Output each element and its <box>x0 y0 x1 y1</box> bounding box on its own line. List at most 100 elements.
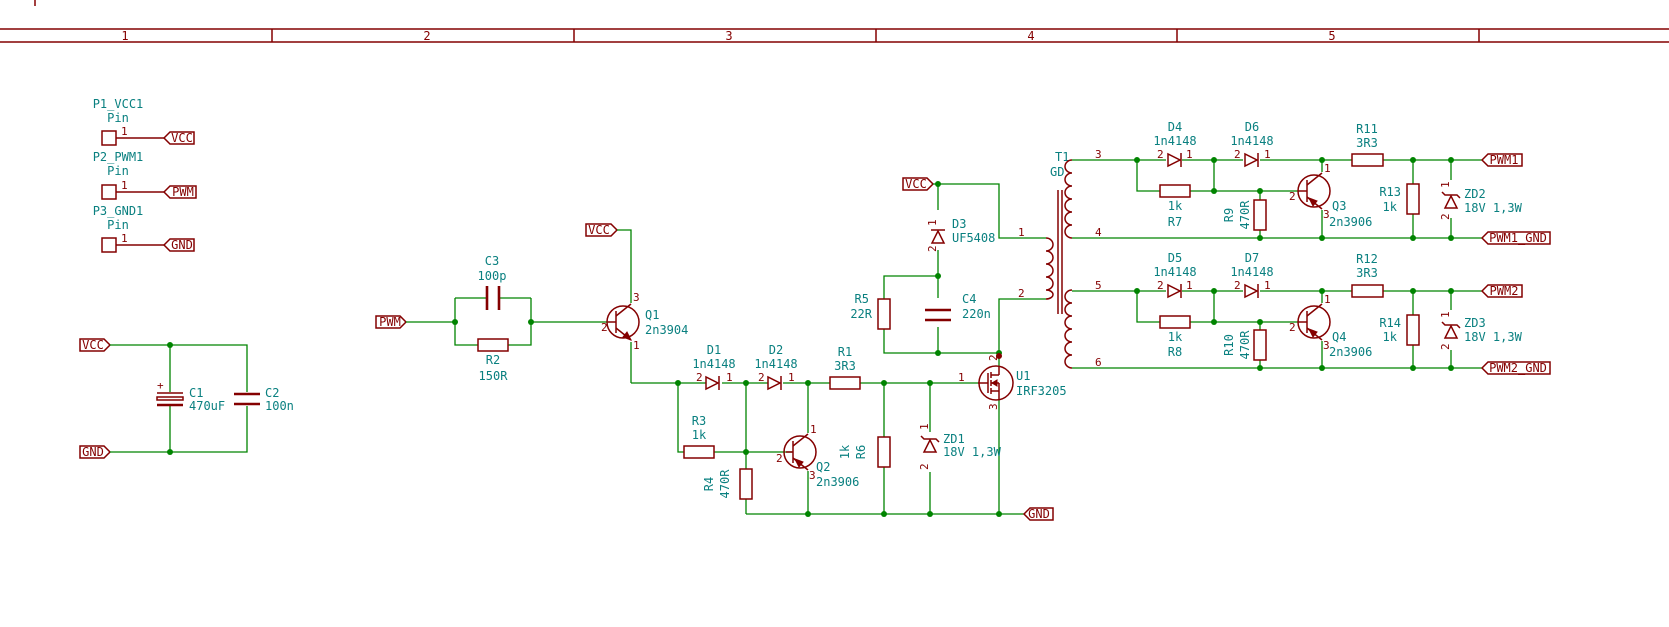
zener-zd2[interactable]: 1 2 ZD2 18V 1,3W <box>1439 181 1523 220</box>
net-label-vcc[interactable]: VCC <box>588 223 610 237</box>
net-label-shape <box>1480 153 1523 167</box>
pin-number: 2 <box>1439 343 1452 350</box>
connector-p2-pwm1[interactable]: P2_PWM1 Pin 1 PWM <box>93 150 197 200</box>
net-label-gnd[interactable]: GND <box>171 238 193 252</box>
net-label-pwm2[interactable]: PWM2 <box>1490 284 1519 298</box>
pin-number: 1 <box>958 371 965 384</box>
pin-number: 1 <box>788 371 795 384</box>
diode-d5[interactable]: 2 1 D5 1n4148 <box>1153 251 1197 299</box>
component-value: 18V 1,3W <box>943 445 1002 459</box>
pin-number: 2 <box>758 371 765 384</box>
pin-number: 1 <box>926 219 939 226</box>
component-ref: R2 <box>486 353 500 367</box>
mosfet-u1[interactable]: 1 2 3 U1 IRF3205 <box>958 353 1067 411</box>
net-label-gnd[interactable]: GND <box>1028 507 1050 521</box>
component-ref: D5 <box>1168 251 1182 265</box>
component-ref: R10 <box>1222 334 1236 356</box>
resistor-r2[interactable]: R2 150R <box>477 338 509 383</box>
transistor-q1[interactable]: 3 2 1 Q1 2n3904 <box>601 291 688 352</box>
diode-d6[interactable]: 2 1 D6 1n4148 <box>1230 120 1274 168</box>
net-label-vcc[interactable]: VCC <box>171 131 193 145</box>
transistor-q3[interactable]: 1 2 3 Q3 2n3906 <box>1289 162 1372 229</box>
zener-zd3[interactable]: 1 2 ZD3 18V 1,3W <box>1439 311 1523 350</box>
resistor-r11[interactable]: R11 3R3 <box>1351 122 1384 167</box>
component-value: Pin <box>107 111 129 125</box>
component-ref: R4 <box>702 477 716 491</box>
gate-driver-wires: GND <box>631 380 1054 521</box>
net-label-gnd[interactable]: GND <box>82 445 104 459</box>
pin-number: 1 <box>121 232 128 245</box>
component-ref: D7 <box>1245 251 1259 265</box>
resistor-r3[interactable]: R3 1k <box>683 414 715 459</box>
net-label-pwm2-gnd[interactable]: PWM2_GND <box>1489 361 1547 375</box>
net-label-shape <box>79 445 112 459</box>
component-value: 1k <box>1383 330 1398 344</box>
net-label-shape <box>162 131 195 145</box>
component-ref: R1 <box>838 345 852 359</box>
pin-number: 4 <box>1095 226 1102 239</box>
component-value: IRF3205 <box>1016 384 1067 398</box>
resistor-r6[interactable]: 1k R6 <box>838 436 891 468</box>
component-value: 1n4148 <box>1153 265 1196 279</box>
component-ref: U1 <box>1016 369 1030 383</box>
diode-d7[interactable]: 2 1 D7 1n4148 <box>1230 251 1274 299</box>
transistor-q2[interactable]: 1 2 3 Q2 2n3906 <box>776 423 859 489</box>
net-label-shape <box>1022 507 1054 521</box>
component-value: 22R <box>850 307 872 321</box>
component-ref: R7 <box>1168 215 1182 229</box>
component-ref: R11 <box>1356 122 1378 136</box>
resistor-r14[interactable]: R14 1k <box>1379 314 1420 346</box>
component-value: Pin <box>107 164 129 178</box>
component-value: 1k <box>1383 200 1398 214</box>
diode-d2[interactable]: 2 1 D2 1n4148 <box>754 343 798 391</box>
resistor-r7[interactable]: 1k R7 <box>1159 184 1191 229</box>
net-label-shape <box>162 185 197 199</box>
capacitor-c4[interactable]: C4 220n <box>925 292 991 322</box>
component-value: 1n4148 <box>692 357 735 371</box>
component-value: UF5408 <box>952 231 995 245</box>
diode-d3[interactable]: 1 2 D3 UF5408 <box>926 217 995 252</box>
net-label-pwm1[interactable]: PWM1 <box>1490 153 1519 167</box>
component-ref: P3_GND1 <box>93 204 144 218</box>
pin-box <box>101 130 117 146</box>
capacitor-c3[interactable]: C3 100p <box>478 254 507 310</box>
frame-column-1: 1 <box>121 29 128 43</box>
connector-p3-gnd1[interactable]: P3_GND1 Pin 1 GND <box>93 204 195 253</box>
pin-number: 1 <box>633 339 640 352</box>
net-label-pwm[interactable]: PWM <box>172 185 194 199</box>
net-label-pwm[interactable]: PWM <box>379 315 401 329</box>
capacitor-c1[interactable]: + C1 470uF <box>156 379 225 413</box>
net-label-vcc[interactable]: VCC <box>905 177 927 191</box>
component-ref: P2_PWM1 <box>93 150 144 164</box>
pin-number: 2 <box>987 354 1000 361</box>
transformer-t1[interactable]: T1 GD 1 2 3 4 5 6 <box>1018 148 1102 369</box>
resistor-r8[interactable]: 1k R8 <box>1159 315 1191 359</box>
net-label-shape <box>375 315 408 329</box>
connector-p1-vcc1[interactable]: P1_VCC1 Pin 1 VCC <box>93 97 195 146</box>
component-ref: ZD1 <box>943 432 965 446</box>
resistor-r4[interactable]: R4 470R <box>702 468 753 500</box>
resistor-r5[interactable]: R5 22R <box>850 292 891 330</box>
resistor-r9[interactable]: R9 470R <box>1222 199 1267 231</box>
component-ref: R14 <box>1379 316 1401 330</box>
pin-box <box>101 184 117 200</box>
secondary-2-wires: PWM2 PWM2_GND <box>1072 284 1551 375</box>
component-ref: D4 <box>1168 120 1182 134</box>
zener-zd1[interactable]: 1 2 ZD1 18V 1,3W <box>918 423 1002 470</box>
resistor-r12[interactable]: R12 3R3 <box>1351 252 1384 298</box>
capacitor-c2[interactable]: C2 100n <box>234 386 294 413</box>
net-label-vcc[interactable]: VCC <box>82 338 104 352</box>
transistor-q4[interactable]: 1 2 3 Q4 2n3906 <box>1289 293 1372 359</box>
net-label-shape <box>902 177 935 191</box>
resistor-r10[interactable]: R10 470R <box>1222 329 1267 361</box>
component-ref: R5 <box>855 292 869 306</box>
diode-d4[interactable]: 2 1 D4 1n4148 <box>1153 120 1197 168</box>
resistor-r13[interactable]: R13 1k <box>1379 183 1420 215</box>
diode-d1[interactable]: 2 1 D1 1n4148 <box>692 343 736 391</box>
pin-number: 2 <box>1018 287 1025 300</box>
component-value: 100p <box>478 269 507 283</box>
net-label-pwm1-gnd[interactable]: PWM1_GND <box>1489 231 1547 245</box>
resistor-r1[interactable]: R1 3R3 <box>829 345 861 390</box>
component-value: 220n <box>962 307 991 321</box>
